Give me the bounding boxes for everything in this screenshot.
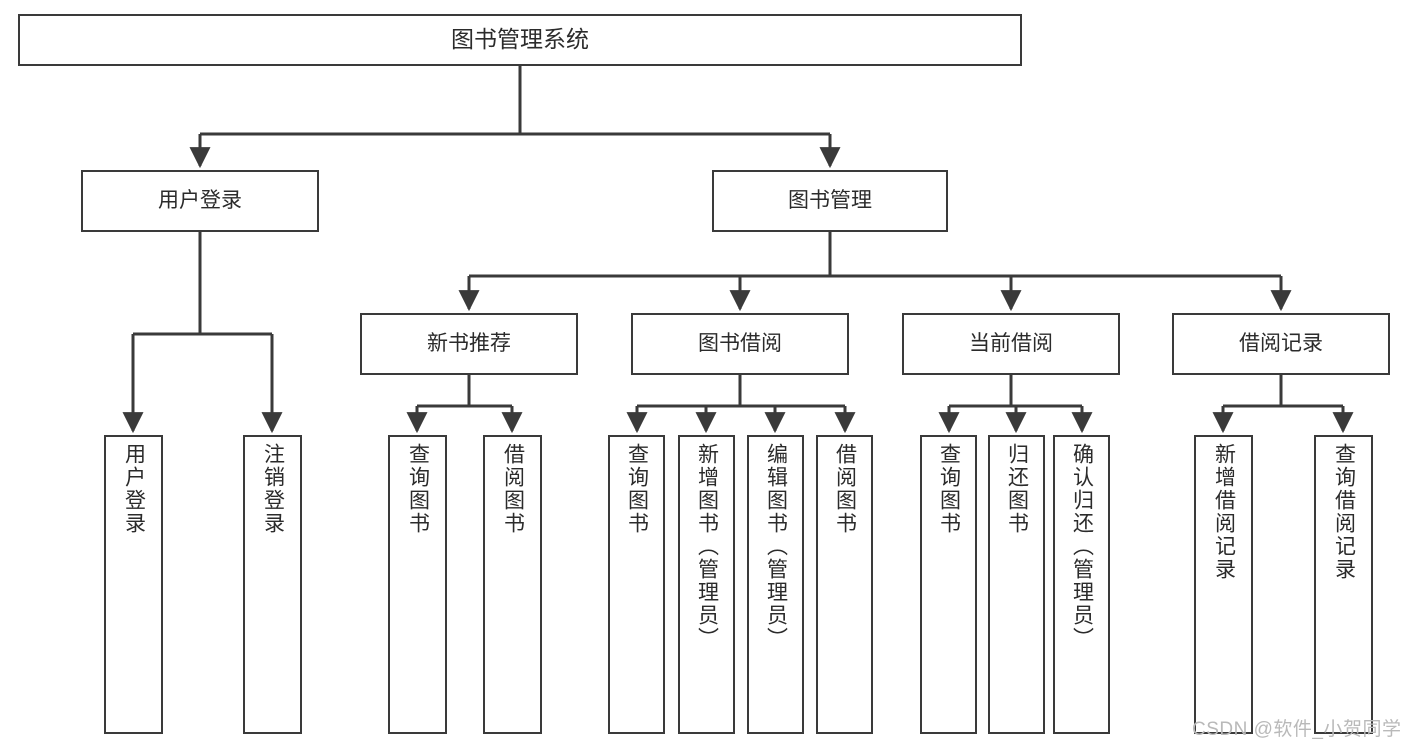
node-current-borrow-label: 当前借阅 bbox=[969, 331, 1053, 355]
node-leaf-confirm-return-label: 确认归还（管理员） bbox=[1070, 443, 1094, 650]
node-leaf-user-logout[interactable]: 注销登录 bbox=[243, 435, 302, 734]
node-borrow-record-label: 借阅记录 bbox=[1239, 331, 1323, 355]
node-leaf-query-book-borrow[interactable]: 查询图书 bbox=[608, 435, 665, 734]
node-borrow-record[interactable]: 借阅记录 bbox=[1172, 313, 1390, 375]
node-book-borrow-label: 图书借阅 bbox=[698, 331, 782, 355]
node-leaf-query-book-rec[interactable]: 查询图书 bbox=[388, 435, 447, 734]
node-current-borrow[interactable]: 当前借阅 bbox=[902, 313, 1120, 375]
node-leaf-borrow-book[interactable]: 借阅图书 bbox=[816, 435, 873, 734]
node-leaf-borrow-book-label: 借阅图书 bbox=[833, 443, 857, 535]
node-root-label: 图书管理系统 bbox=[451, 26, 589, 53]
node-leaf-add-record[interactable]: 新增借阅记录 bbox=[1194, 435, 1253, 734]
node-user-login-label: 用户登录 bbox=[158, 188, 242, 212]
node-leaf-borrow-book-rec[interactable]: 借阅图书 bbox=[483, 435, 542, 734]
node-root[interactable]: 图书管理系统 bbox=[18, 14, 1022, 66]
watermark: CSDN @软件_小贺同学 bbox=[1192, 719, 1402, 740]
node-new-book-rec[interactable]: 新书推荐 bbox=[360, 313, 578, 375]
node-book-borrow[interactable]: 图书借阅 bbox=[631, 313, 849, 375]
node-leaf-return-book[interactable]: 归还图书 bbox=[988, 435, 1045, 734]
node-user-login[interactable]: 用户登录 bbox=[81, 170, 319, 232]
node-new-book-rec-label: 新书推荐 bbox=[427, 331, 511, 355]
node-leaf-borrow-book-rec-label: 借阅图书 bbox=[501, 443, 525, 535]
node-leaf-query-book-cur-label: 查询图书 bbox=[937, 443, 961, 535]
node-leaf-query-record-label: 查询借阅记录 bbox=[1332, 443, 1356, 581]
node-leaf-user-login[interactable]: 用户登录 bbox=[104, 435, 163, 734]
node-leaf-add-book-label: 新增图书（管理员） bbox=[695, 443, 719, 650]
node-leaf-query-book-cur[interactable]: 查询图书 bbox=[920, 435, 977, 734]
node-book-manage[interactable]: 图书管理 bbox=[712, 170, 948, 232]
node-leaf-edit-book-label: 编辑图书（管理员） bbox=[764, 443, 788, 650]
node-leaf-user-logout-label: 注销登录 bbox=[261, 443, 285, 535]
node-leaf-query-book-rec-label: 查询图书 bbox=[406, 443, 430, 535]
node-book-manage-label: 图书管理 bbox=[788, 188, 872, 212]
node-leaf-add-book[interactable]: 新增图书（管理员） bbox=[678, 435, 735, 734]
node-leaf-query-book-borrow-label: 查询图书 bbox=[625, 443, 649, 535]
node-leaf-confirm-return[interactable]: 确认归还（管理员） bbox=[1053, 435, 1110, 734]
node-leaf-query-record[interactable]: 查询借阅记录 bbox=[1314, 435, 1373, 734]
node-leaf-add-record-label: 新增借阅记录 bbox=[1212, 443, 1236, 581]
node-leaf-user-login-label: 用户登录 bbox=[122, 443, 146, 535]
node-leaf-edit-book[interactable]: 编辑图书（管理员） bbox=[747, 435, 804, 734]
node-leaf-return-book-label: 归还图书 bbox=[1005, 443, 1029, 535]
